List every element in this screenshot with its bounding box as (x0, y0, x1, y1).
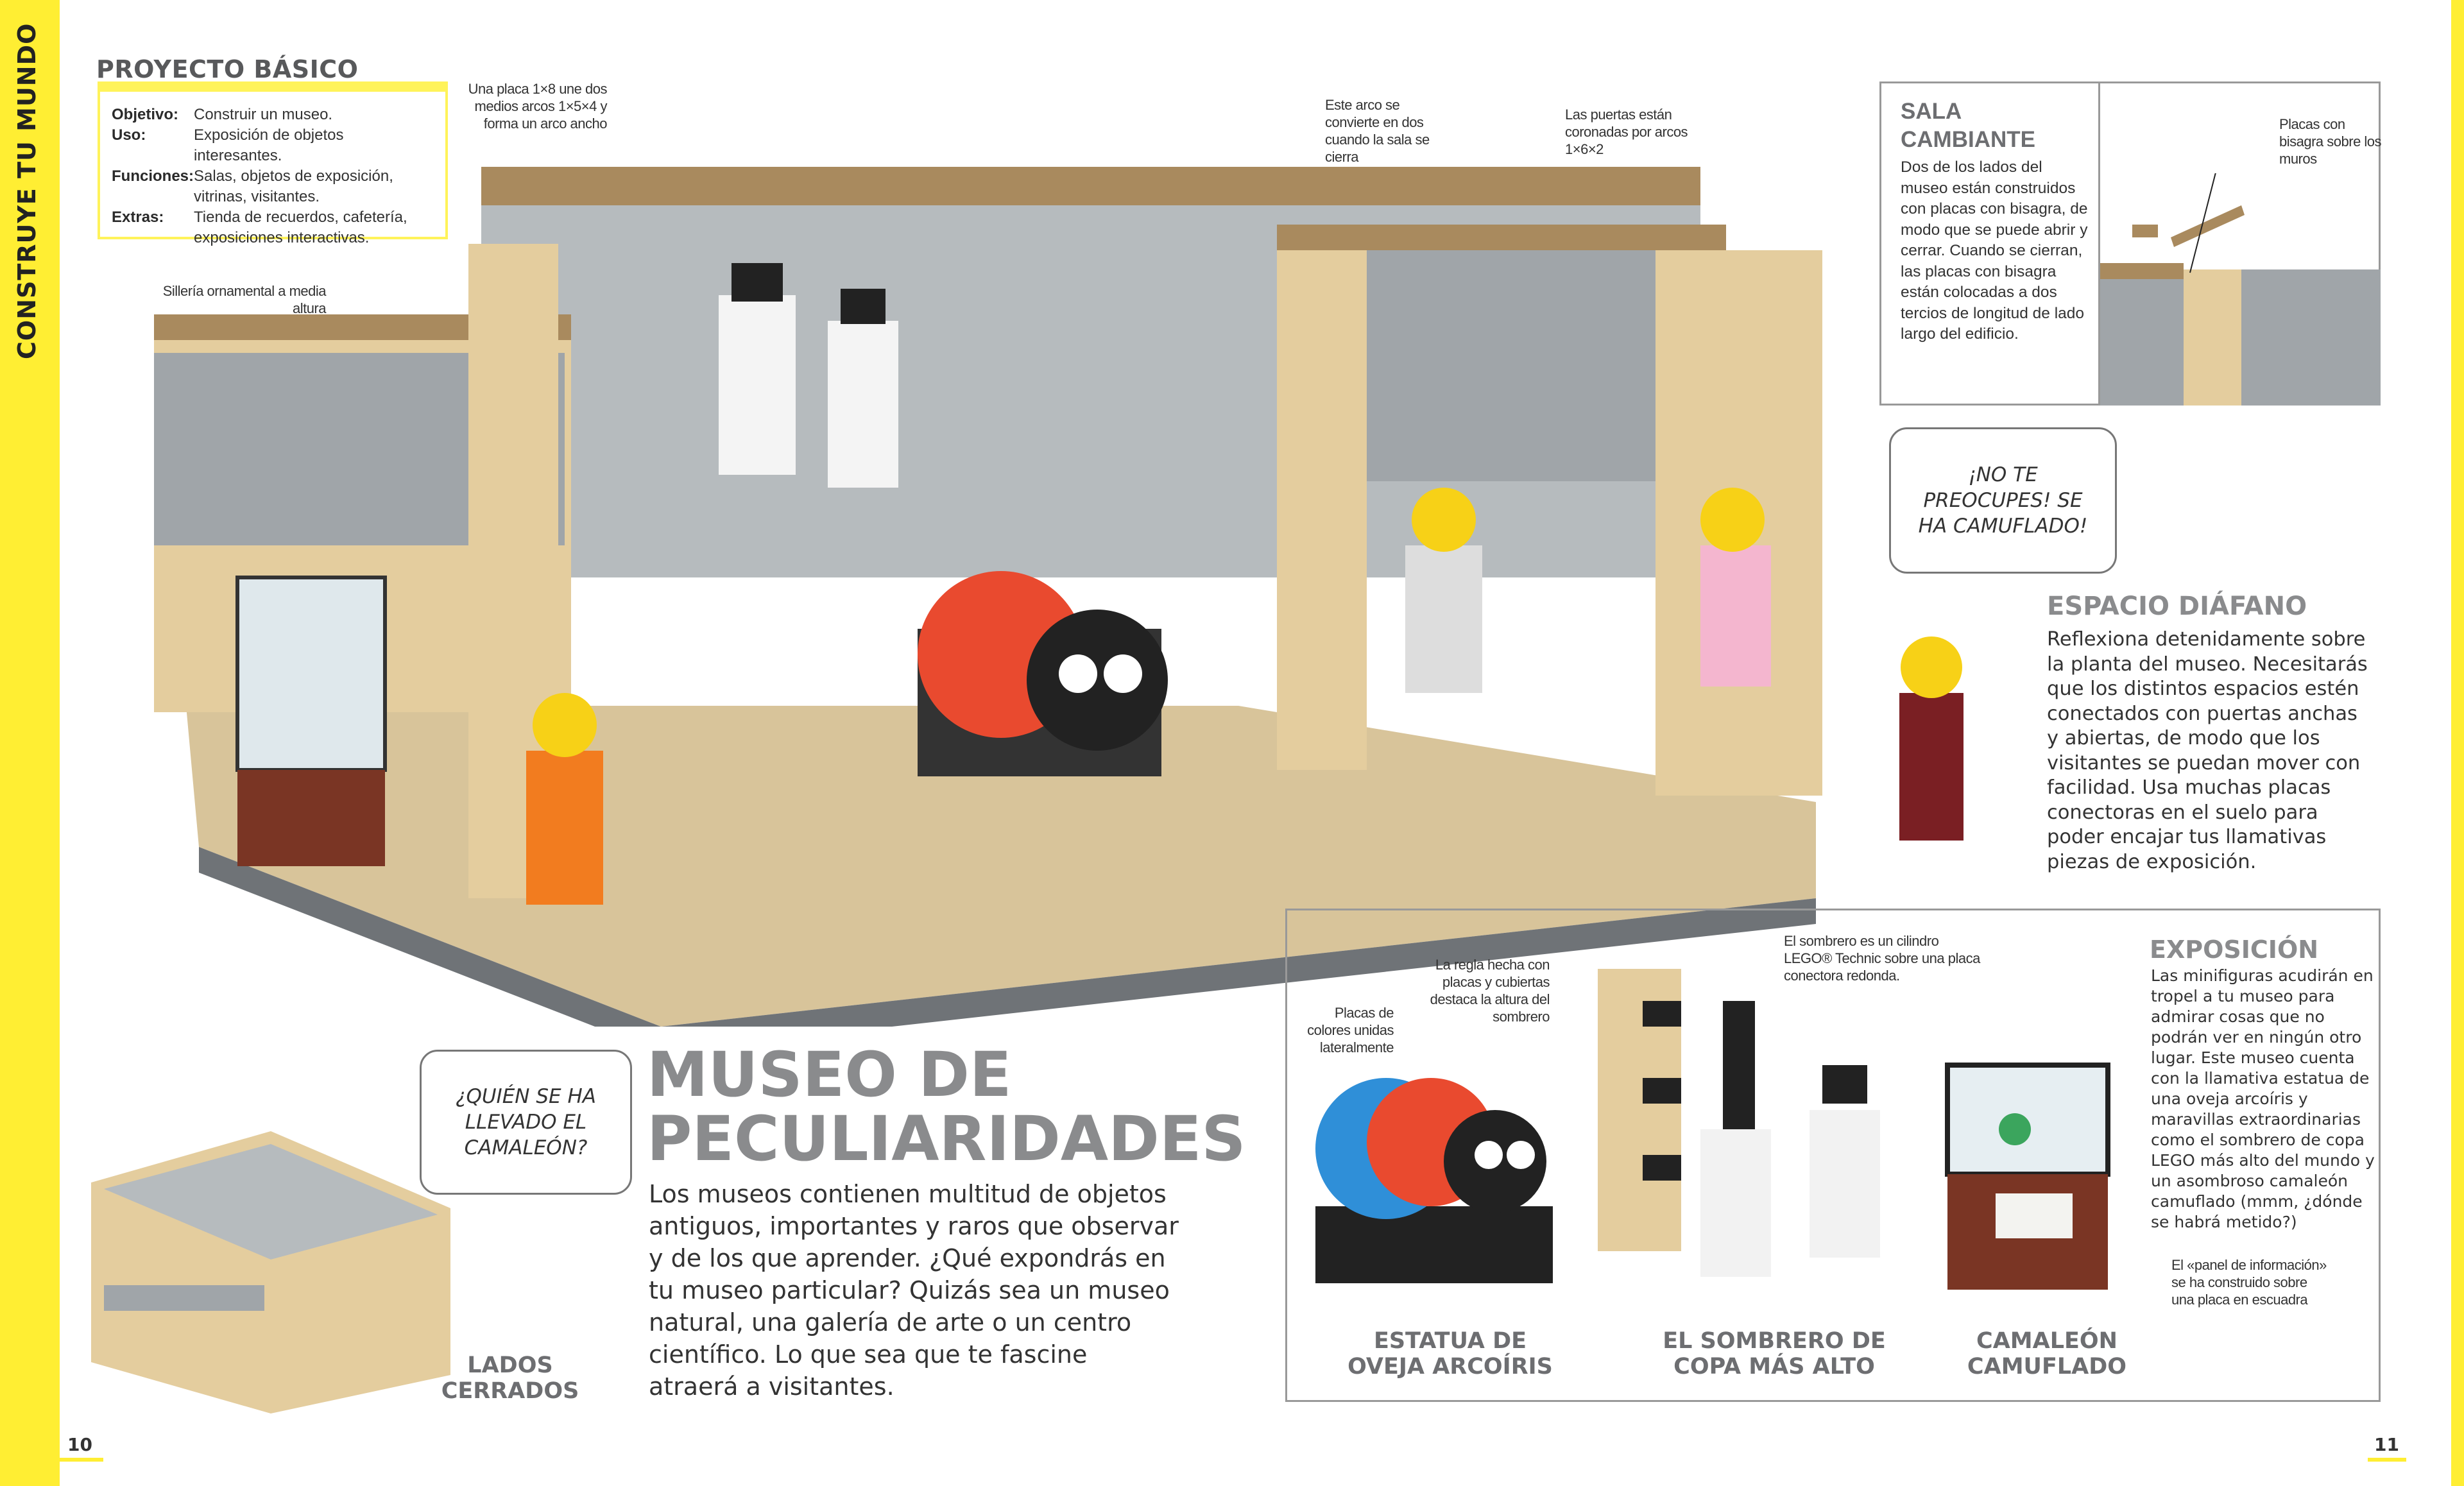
minifig-visitor (526, 751, 603, 905)
caption-bisagra: Placas con bisagra sobre los muros (2279, 116, 2382, 167)
closed-sides-image (91, 1131, 450, 1413)
espacio-diafano-body: Reflexiona detenidamente sobre la planta… (2047, 628, 2368, 873)
caption-panel: El «panel de información» se ha construi… (2171, 1257, 2327, 1308)
yellow-spine-right (2451, 0, 2464, 1486)
caption-regla: La regla hecha con placas y cubiertas de… (1430, 957, 1550, 1025)
exhibit-label-chameleon: CAMALEÓN CAMUFLADO (1967, 1328, 2127, 1379)
caption-arco: Este arco se convierte en dos cuando la … (1325, 97, 1430, 165)
speech-bubble-left: ¿QUIÉN SE HA LLEVADO EL CAMALEÓN? (420, 1050, 632, 1195)
speech-bubble-right: ¡NO TE PREOCUPES! SE HA CAMUFLADO! (1889, 427, 2117, 574)
exposicion-box (1285, 909, 2381, 1402)
pb-row: Extras: Tienda de recuerdos, cafetería, e… (112, 207, 434, 248)
minifig-woman (1700, 545, 1771, 687)
lados-cerrados-label: LADOS CERRADOS (441, 1353, 579, 1404)
hinge-detail-image (2100, 173, 2381, 406)
caption-puertas: Las puertas están coronadas por arcos 1×… (1565, 107, 1688, 157)
pb-row: Uso: Exposición de objetos interesantes. (112, 125, 434, 166)
minifig-curator (1405, 545, 1482, 693)
proyecto-basico-title: PROYECTO BÁSICO (96, 55, 359, 83)
exhibits-image (1315, 969, 2110, 1290)
pb-key: Objetivo: (112, 106, 179, 123)
title-line-1: MUSEO DE (647, 1039, 1012, 1111)
rainbow-sheep (1315, 1078, 1553, 1283)
intro-body: Los museos contienen multitud de objetos… (649, 1180, 1179, 1401)
museum-model-image (154, 167, 1964, 1027)
page-number-right: 11 (2374, 1434, 2399, 1455)
section-title: CONSTRUYE TU MUNDO (13, 22, 41, 359)
divider (2098, 83, 2100, 404)
pb-value: Tienda de recuerdos, cafetería, exposici… (194, 209, 407, 246)
caption-placas-colores: Placas de colores unidas lateralmente (1307, 1005, 1394, 1055)
sala-cambiante-box: SALA CAMBIANTE Dos de los lados del muse… (1879, 81, 2382, 406)
espacio-diafano-title: ESPACIO DIÁFANO (2047, 592, 2307, 621)
pb-value: Construir un museo. (194, 106, 333, 123)
exposicion-body: Las minifiguras acudirán en tropel a tu … (2151, 966, 2375, 1231)
proyecto-basico-box: Objetivo: Construir un museo. Uso: Exposic… (98, 81, 448, 246)
pb-value: Salas, objetos de exposición, vitrinas, … (194, 167, 393, 205)
floor-shadow (199, 847, 1816, 1027)
title-line-2: PECULIARIDADES (647, 1103, 1246, 1175)
tall-top-hat (1598, 969, 1880, 1277)
caption-sombrero: El sombrero es un cilindro LEGO® Technic… (1784, 933, 1980, 984)
sala-cambiante-body: Dos de los lados del museo están constru… (1901, 158, 2088, 343)
pb-key: Funciones: (112, 167, 194, 185)
page-number-left: 10 (67, 1434, 92, 1455)
page-number-underline (2368, 1458, 2406, 1462)
pb-key: Uso: (112, 126, 146, 144)
exhibit-label-sheep: ESTATUA DE OVEJA ARCOÍRIS (1348, 1328, 1553, 1379)
pb-value: Exposición de objetos interesantes. (194, 126, 344, 164)
page-number-underline (60, 1458, 103, 1462)
minifig-guard (1899, 693, 1964, 841)
camouflaged-chameleon (1945, 1063, 2110, 1290)
caption-silleria: Sillería ornamental a media altura (162, 283, 327, 316)
statue-figure (719, 295, 796, 475)
pb-key: Extras: (112, 209, 164, 226)
caption-placa: Una placa 1×8 une dos medios arcos 1×5×4… (468, 81, 608, 132)
pb-row: Funciones:Salas, objetos de exposición, … (112, 166, 434, 207)
yellow-spine-left (0, 0, 60, 1486)
display-case (235, 576, 387, 772)
exhibit-label-hat: EL SOMBRERO DE COPA MÁS ALTO (1663, 1328, 1886, 1379)
exposicion-title: EXPOSICIÓN (2150, 935, 2319, 964)
back-wall (481, 167, 1700, 205)
pb-row: Objetivo: Construir un museo. (112, 105, 434, 125)
page-title: MUSEO DE PECULIARIDADES (647, 1043, 1246, 1171)
sala-cambiante-title: SALA CAMBIANTE (1901, 99, 2035, 152)
